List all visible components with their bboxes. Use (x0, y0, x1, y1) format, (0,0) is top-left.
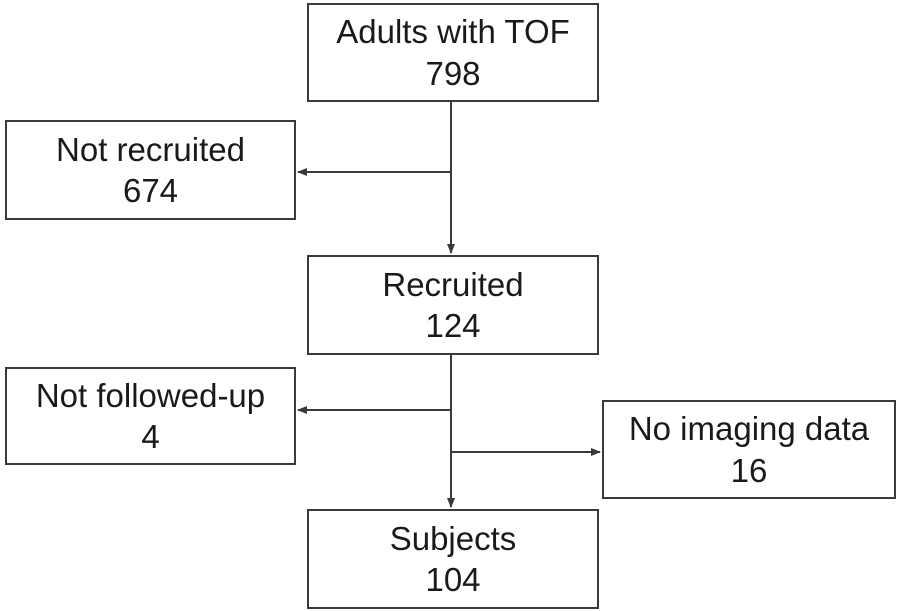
box-label: Not recruited (56, 130, 245, 168)
box-count: 124 (425, 307, 481, 344)
box-count: 798 (425, 54, 481, 92)
box-no-imaging-data: No imaging data 16 (602, 400, 896, 499)
box-label: Adults with TOF (336, 13, 570, 51)
box-subjects: Subjects 104 (307, 509, 599, 609)
box-recruited: Recruited 124 (307, 255, 599, 355)
box-count: 674 (122, 172, 179, 209)
box-count: 104 (425, 561, 481, 598)
box-label: No imaging data (628, 410, 870, 448)
box-adults-with-tof: Adults with TOF 798 (307, 3, 599, 102)
box-count: 16 (730, 451, 768, 489)
box-label: Subjects (389, 519, 517, 557)
box-label: Not followed-up (35, 376, 266, 414)
box-not-recruited: Not recruited 674 (5, 120, 296, 220)
box-count: 4 (141, 418, 160, 455)
box-not-followed-up: Not followed-up 4 (5, 367, 296, 465)
box-label: Recruited (382, 265, 524, 303)
